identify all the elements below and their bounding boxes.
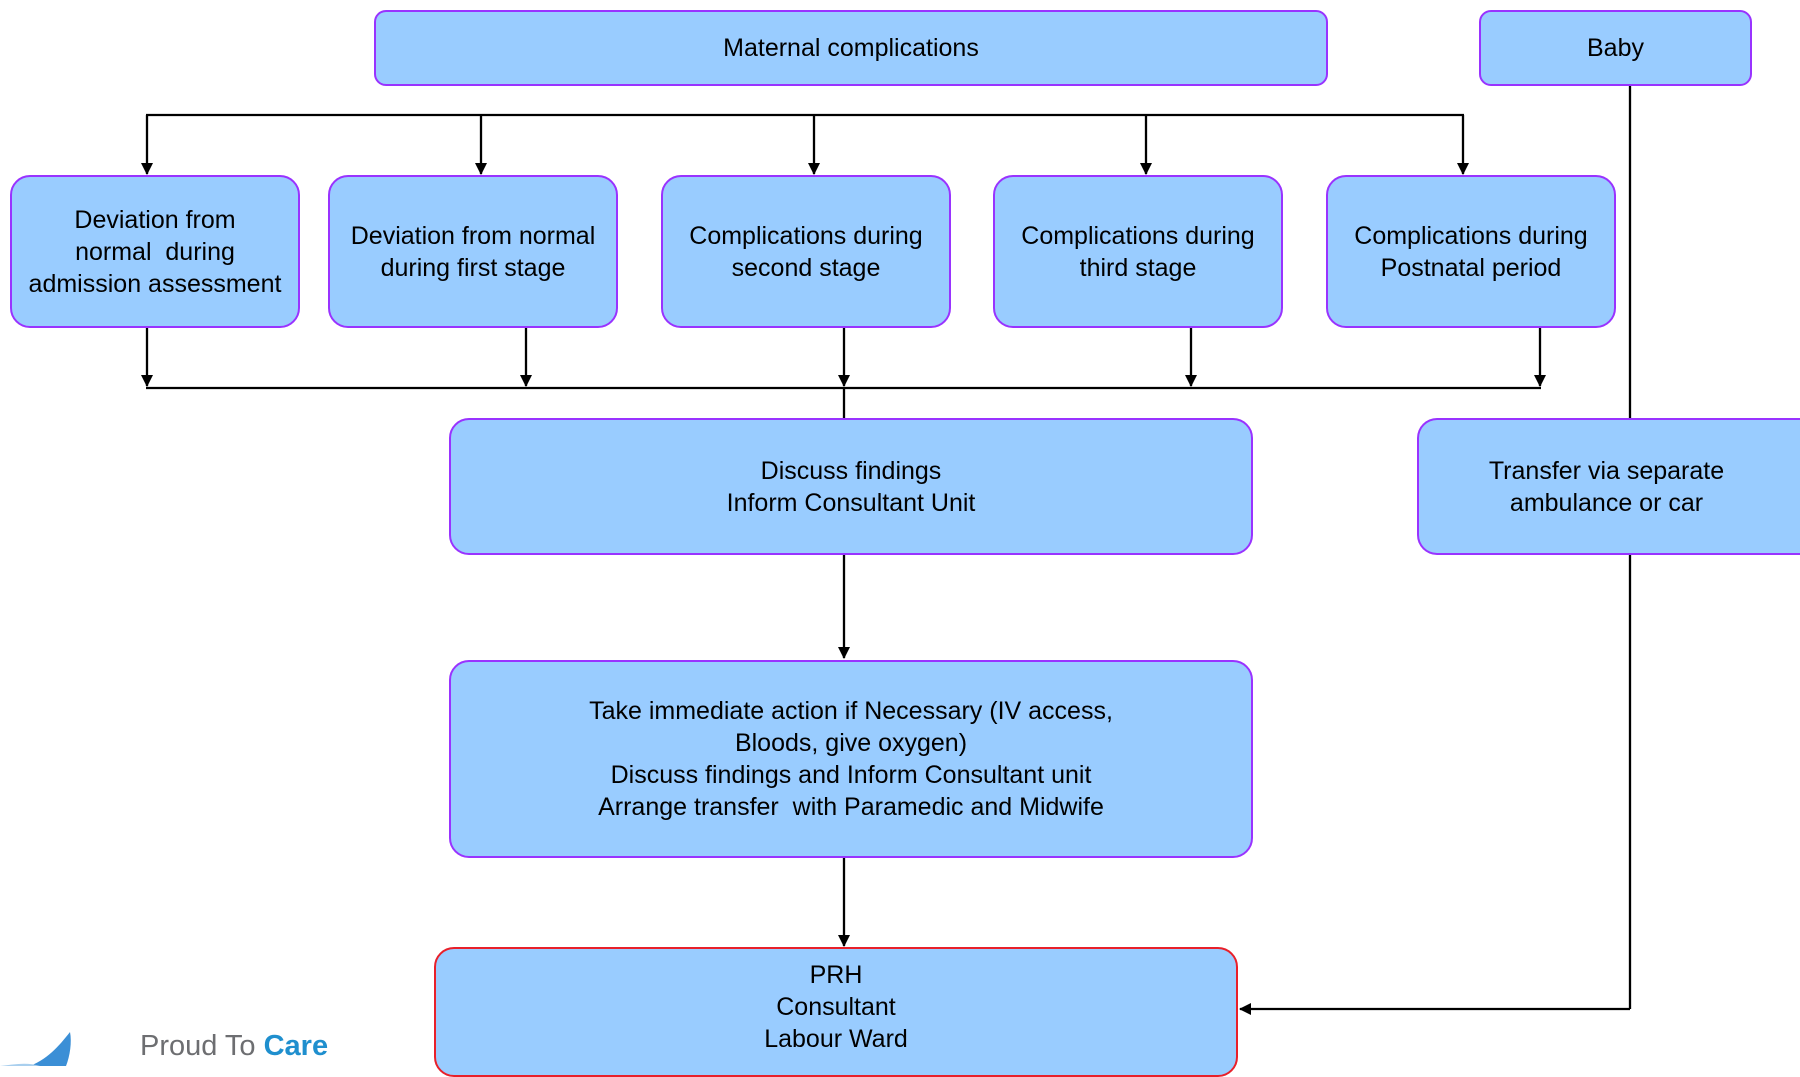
box-text: third stage bbox=[1079, 253, 1197, 282]
box-text: admission assessment bbox=[28, 269, 282, 298]
box-text: Labour Ward bbox=[764, 1025, 908, 1053]
box-text: Complications during bbox=[1021, 221, 1255, 250]
box-text: Complications during bbox=[689, 221, 923, 250]
immediate-action-box: Take immediate action if Necessary (IV a… bbox=[449, 660, 1253, 858]
box-text: Transfer via separate bbox=[1488, 456, 1725, 485]
box-text: normal during bbox=[75, 237, 235, 266]
box-text: Complications during bbox=[1354, 221, 1588, 250]
box-text: Deviation from normal bbox=[350, 221, 596, 250]
box-text: ambulance or car bbox=[1509, 488, 1704, 517]
transfer-box: Transfer via separate ambulance or car bbox=[1417, 418, 1800, 555]
proud-to-care-logo-swoosh bbox=[0, 1032, 71, 1066]
maternal-complications-box: Maternal complications bbox=[374, 10, 1328, 86]
box-text: Consultant bbox=[776, 993, 896, 1021]
complications-postnatal-box: Complications during Postnatal period bbox=[1326, 175, 1616, 328]
box-text: Postnatal period bbox=[1380, 253, 1562, 282]
logo-emphasis: Care bbox=[263, 1030, 329, 1062]
box-text: PRH bbox=[809, 961, 863, 989]
deviation-first-stage-box: Deviation from normal during first stage bbox=[328, 175, 618, 328]
logo-prefix: Proud To bbox=[140, 1030, 264, 1062]
box-text: second stage bbox=[731, 253, 881, 282]
baby-box: Baby bbox=[1479, 10, 1752, 86]
box-text: Maternal complications bbox=[723, 34, 979, 62]
complications-second-stage-box: Complications during second stage bbox=[661, 175, 951, 328]
box-text: Bloods, give oxygen) bbox=[734, 729, 968, 757]
proud-to-care-logo-text: Proud To Care bbox=[140, 1030, 328, 1063]
box-text: Discuss findings and Inform Consultant u… bbox=[610, 761, 1092, 789]
box-text: Inform Consultant Unit bbox=[726, 488, 976, 517]
discuss-findings-box: Discuss findings Inform Consultant Unit bbox=[449, 418, 1253, 555]
box-text: Discuss findings bbox=[760, 456, 942, 485]
box-text: during first stage bbox=[380, 253, 566, 282]
box-text: Arrange transfer with Paramedic and Midw… bbox=[598, 793, 1104, 821]
box-text: Baby bbox=[1587, 34, 1644, 62]
complications-third-stage-box: Complications during third stage bbox=[993, 175, 1283, 328]
deviation-admission-box: Deviation from normal during admission a… bbox=[10, 175, 300, 328]
box-text: Deviation from bbox=[74, 205, 236, 234]
box-text: Take immediate action if Necessary (IV a… bbox=[589, 697, 1113, 725]
prh-labour-ward-box: PRH Consultant Labour Ward bbox=[434, 947, 1238, 1077]
